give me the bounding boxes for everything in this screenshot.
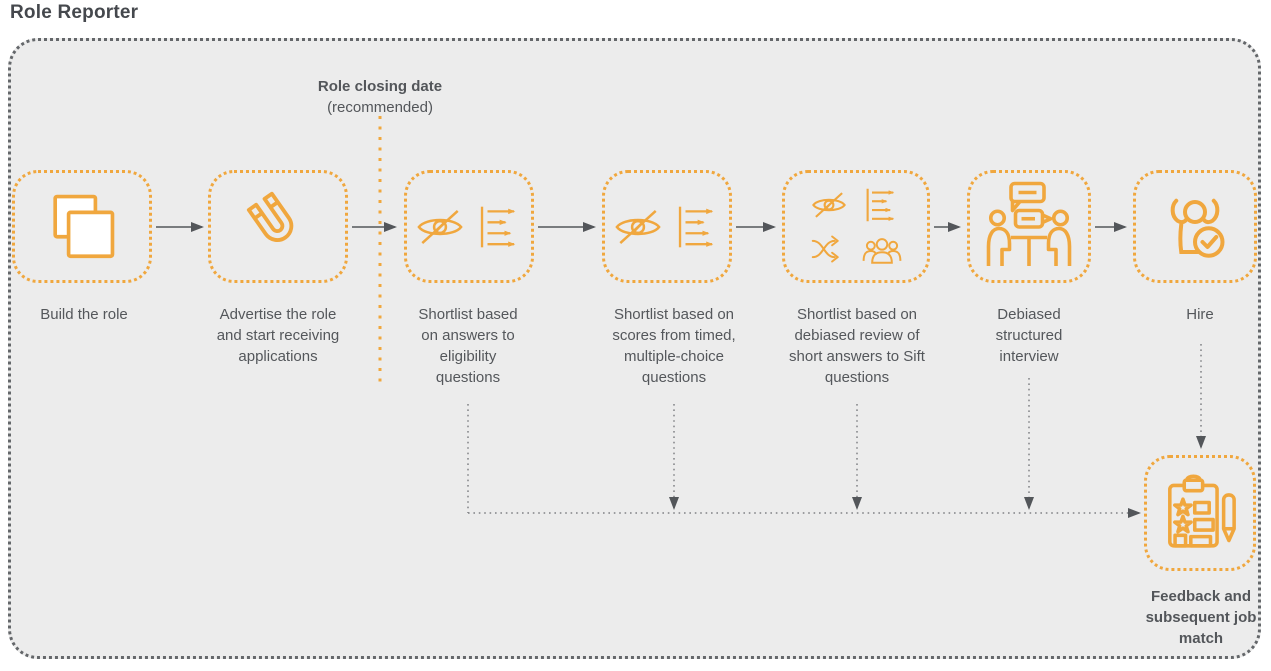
shuffle-icon — [811, 235, 839, 262]
closing-date-title: Role closing date — [317, 78, 443, 95]
celebrate-check-icon — [1170, 198, 1225, 258]
outcome-label-feedback: Feedback and subsequent job match — [1145, 588, 1257, 647]
step-box-interview — [967, 170, 1091, 283]
step-label-shortlist-eligibility: Shortlist based on answers to eligibilit… — [418, 306, 518, 386]
step-box-hire — [1133, 170, 1257, 283]
eye-slash-icon — [417, 209, 463, 244]
ranked-list-icon — [866, 188, 895, 221]
step-box-build-role — [12, 170, 152, 283]
step-label-shortlist-mcq: Shortlist based on scores from timed, mu… — [612, 306, 736, 386]
process-panel — [8, 38, 1261, 659]
step-box-advertise — [208, 170, 348, 283]
step-label-build-role: Build the role — [40, 306, 128, 323]
step-label-interview: Debiased structured interview — [995, 306, 1063, 365]
ranked-list-icon — [678, 206, 714, 247]
eye-slash-icon — [615, 209, 661, 244]
step-label-shortlist-sift: Shortlist based on debiased review of sh… — [789, 306, 925, 386]
step-box-shortlist-mcq — [602, 170, 732, 283]
step-box-shortlist-eligibility — [404, 170, 534, 283]
page-title: Role Reporter — [10, 2, 139, 23]
closing-date-note: Role closing date (recommended) — [270, 76, 490, 118]
magnet-icon — [246, 191, 294, 242]
step-label-hire: Hire — [1186, 306, 1214, 323]
eye-slash-icon — [812, 191, 846, 218]
interview-icon — [986, 181, 1072, 266]
closing-date-subtitle: (recommended) — [327, 99, 433, 116]
step-label-advertise: Advertise the role and start receiving a… — [216, 306, 340, 365]
ranked-list-icon — [480, 206, 516, 247]
people-group-icon — [862, 237, 902, 264]
step-box-shortlist-sift — [782, 170, 930, 283]
outcome-box-feedback — [1144, 455, 1256, 571]
feedback-clipboard-icon — [1168, 474, 1236, 548]
copy-squares-icon — [53, 194, 115, 258]
